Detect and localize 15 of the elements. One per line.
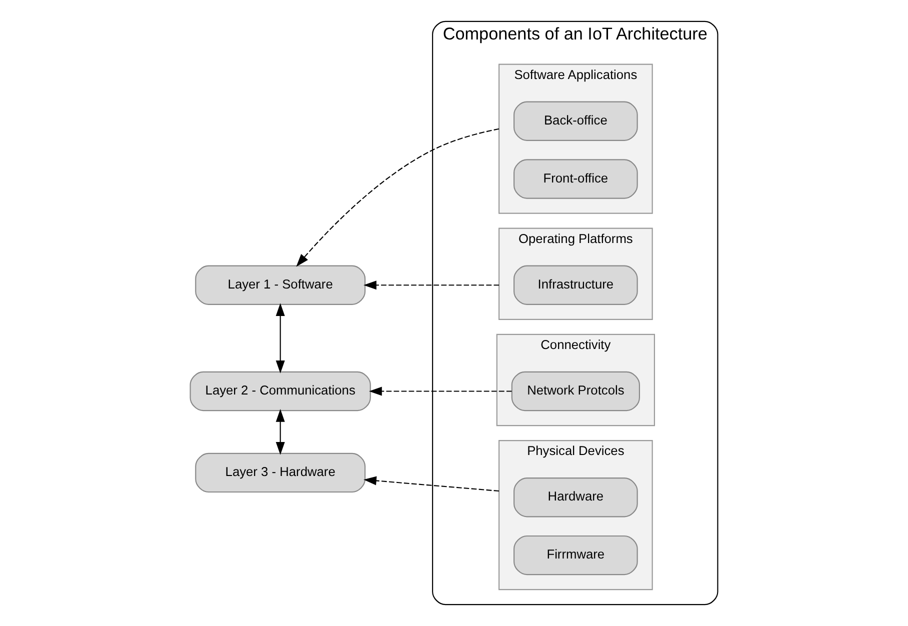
arrow [276, 303, 285, 374]
node-box: Front-office [514, 159, 638, 199]
arrow [296, 128, 500, 267]
arrow [364, 280, 500, 290]
node-box: Layer 3 - Hardware [195, 452, 366, 493]
node-box: Layer 2 - Communications [190, 371, 371, 412]
node-box: Network Protcols [511, 371, 640, 412]
node-box: Infrastructure [514, 265, 638, 305]
node-box: Hardware [514, 478, 638, 518]
node-box: Firrmware [514, 535, 638, 576]
node-box: Layer 1 - Software [195, 265, 366, 305]
arrow [276, 409, 285, 455]
arrow [369, 386, 512, 396]
arrow [364, 476, 500, 492]
node-box: Back-office [514, 101, 638, 141]
